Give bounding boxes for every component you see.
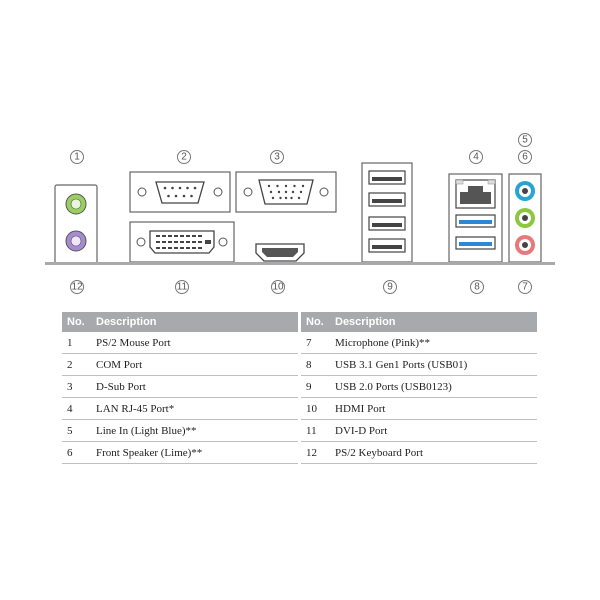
com-port <box>129 171 231 213</box>
row-no: 8 <box>301 353 330 376</box>
table-header-row: No. Description No. Description <box>62 312 537 332</box>
row-description: HDMI Port <box>330 397 537 420</box>
table-row: 5 Line In (Light Blue)** 11 DVI-D Port <box>62 419 537 442</box>
callout-1: 1 <box>70 150 84 164</box>
table-row: 6 Front Speaker (Lime)** 12 PS/2 Keyboar… <box>62 441 537 464</box>
header-no-left: No. <box>62 312 91 332</box>
row-no: 4 <box>62 397 91 420</box>
callout-9: 9 <box>383 280 397 294</box>
callout-10: 10 <box>271 280 285 294</box>
callout-12: 12 <box>70 280 84 294</box>
row-description: USB 2.0 Ports (USB0123) <box>330 375 537 398</box>
callout-2: 2 <box>177 150 191 164</box>
row-no: 3 <box>62 375 91 398</box>
svg-text:4: 4 <box>473 152 479 163</box>
row-no: 1 <box>62 332 91 354</box>
row-description: Line In (Light Blue)** <box>91 419 298 442</box>
header-description-left: Description <box>91 312 298 332</box>
ps2-port-stack <box>54 184 98 264</box>
row-no: 7 <box>301 332 330 354</box>
table-row: 3 D-Sub Port 9 USB 2.0 Ports (USB0123) <box>62 375 537 398</box>
svg-text:10: 10 <box>272 282 284 293</box>
lan-usb3-stack <box>448 173 503 263</box>
table-row: 1 PS/2 Mouse Port 7 Microphone (Pink)** <box>62 332 537 354</box>
svg-text:2: 2 <box>181 152 187 163</box>
callout-8: 8 <box>470 280 484 294</box>
io-shield-line <box>45 262 555 265</box>
usb2-port-stack <box>361 162 413 263</box>
d-sub-port <box>235 171 337 213</box>
lan-rj45-port <box>455 179 496 209</box>
svg-text:9: 9 <box>387 282 393 293</box>
row-no: 12 <box>301 441 330 464</box>
usb31-ports <box>455 214 496 250</box>
row-no: 10 <box>301 397 330 420</box>
callout-3: 3 <box>270 150 284 164</box>
row-no: 2 <box>62 353 91 376</box>
row-description: D-Sub Port <box>91 375 298 398</box>
row-description: PS/2 Mouse Port <box>91 332 298 354</box>
dvi-d-port <box>129 221 235 263</box>
svg-text:7: 7 <box>522 282 528 293</box>
row-description: DVI-D Port <box>330 419 537 442</box>
row-no: 5 <box>62 419 91 442</box>
header-description-right: Description <box>330 312 537 332</box>
row-description: LAN RJ-45 Port* <box>91 397 298 420</box>
row-description: USB 3.1 Gen1 Ports (USB01) <box>330 353 537 376</box>
table-row: 2 COM Port 8 USB 3.1 Gen1 Ports (USB01) <box>62 353 537 376</box>
hdmi-port <box>255 243 305 262</box>
row-description: COM Port <box>91 353 298 376</box>
row-description: Front Speaker (Lime)** <box>91 441 298 464</box>
svg-text:6: 6 <box>522 152 528 163</box>
row-no: 6 <box>62 441 91 464</box>
callout-11: 11 <box>175 280 189 294</box>
port-description-table: No. Description No. Description 1 PS/2 M… <box>62 312 537 464</box>
svg-text:11: 11 <box>177 282 188 293</box>
callout-7: 7 <box>518 280 532 294</box>
callout-4: 4 <box>469 150 483 164</box>
audio-jack-stack <box>508 173 542 263</box>
io-panel-diagram: 1 2 3 4 5 6 <box>45 133 555 294</box>
row-description: Microphone (Pink)** <box>330 332 537 354</box>
svg-text:12: 12 <box>71 282 83 293</box>
row-description: PS/2 Keyboard Port <box>330 441 537 464</box>
callout-5: 5 <box>518 133 532 147</box>
row-no: 11 <box>301 419 330 442</box>
table-row: 4 LAN RJ-45 Port* 10 HDMI Port <box>62 397 537 420</box>
row-no: 9 <box>301 375 330 398</box>
header-no-right: No. <box>301 312 330 332</box>
svg-text:1: 1 <box>74 152 80 163</box>
svg-text:3: 3 <box>274 152 280 163</box>
svg-text:5: 5 <box>522 135 528 146</box>
callout-6: 6 <box>518 150 532 164</box>
svg-text:8: 8 <box>474 282 480 293</box>
